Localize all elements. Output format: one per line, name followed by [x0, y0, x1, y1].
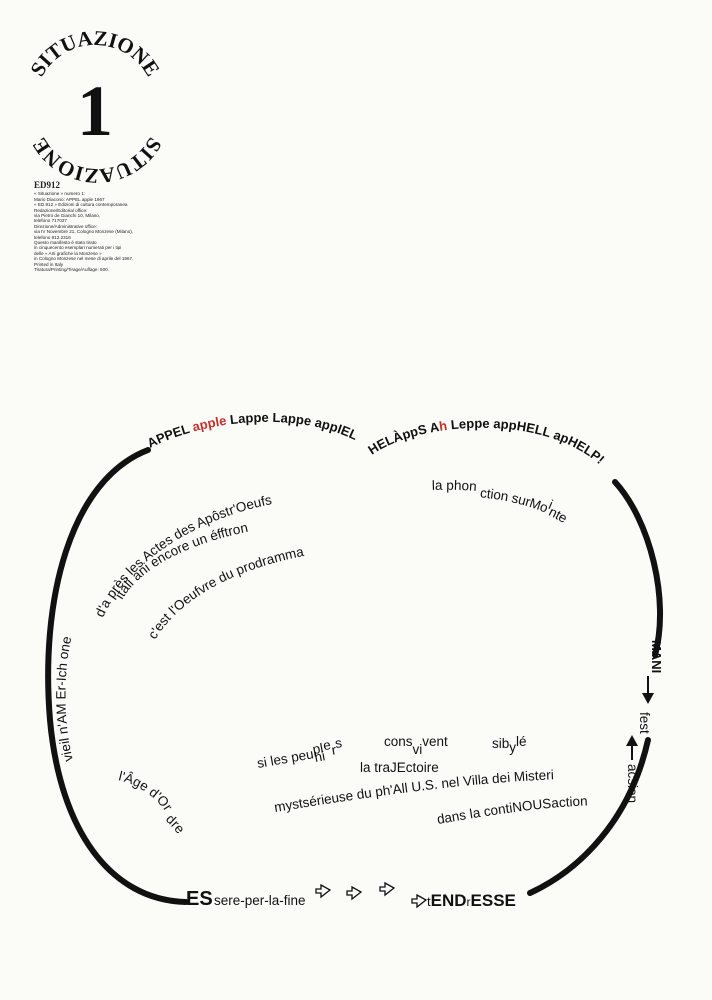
colophon-line: Mario Diacono: APPEL apple 1967	[34, 196, 105, 202]
bottom-tendresse: tENDrESSE	[427, 891, 516, 910]
mani-word: MANI	[649, 640, 664, 673]
left-vertical-words: vieil n'AM Er-Ich one	[53, 635, 75, 763]
hollow-arrow-icon-4	[411, 893, 428, 909]
colophon: ED912 « Situazione » numero 1: Mario Dia…	[34, 180, 184, 273]
bottom-es: ES	[186, 888, 213, 910]
top-left-words: APPEL apple Lappe Lappe appIEL	[145, 410, 360, 451]
center-line-1c: sibylé	[492, 734, 527, 755]
colophon-line: delle « Arti grafiche la Monzese »	[34, 250, 102, 256]
colophon-line: Tiratura/Printing/Tirage/Auflage: 500.	[34, 267, 109, 273]
colophon-line: telefono 912.2316	[34, 234, 71, 240]
center-line-1b: consvivent	[384, 734, 448, 757]
center-line-1: si les peuplhiers	[255, 735, 345, 775]
logo-number: 1	[77, 71, 113, 151]
top-right-words: HELÀppS Ah Leppe appHELL apHELP!	[365, 416, 607, 467]
fest-word: fest	[637, 712, 652, 734]
center-line-2: la traJEctoire	[360, 760, 439, 775]
publisher-mark: ED912	[34, 180, 61, 190]
colophon-line: « ED.912 » Edizioni di cultura contempor…	[34, 202, 128, 208]
colophon-line: telefono 717027	[34, 218, 67, 224]
center-line-4: dans la contiNOUSaction	[436, 793, 588, 827]
apple-outline	[45, 447, 664, 905]
down-arrow-icon	[642, 676, 654, 704]
hollow-arrow-icon-1	[315, 883, 332, 899]
colophon-line: « Situazione » numero 1:	[34, 191, 86, 197]
colophon-line: Questo manifesto è stato tirato	[34, 240, 97, 246]
acsion-word: acsion	[625, 764, 640, 803]
bottom-essere: sere-per-la-fine	[214, 893, 306, 908]
colophon-line: Redazione/Editorial office:	[34, 207, 88, 213]
colophon-line: via Pietro de Gianchi 10, Milano,	[34, 213, 101, 219]
colophon-line: Direzione/Administrative office:	[34, 223, 97, 229]
colophon-line: in cinquecento esemplari numerati per i …	[34, 245, 122, 251]
up-arrow-icon	[626, 735, 638, 760]
age-line-1: l'Âge d'Or	[117, 768, 175, 814]
colophon-line: in Cologno Monzese nel mese di aprile de…	[34, 256, 134, 262]
situazione-logo: SITUAZIONE 1 SITUAZIONE	[25, 26, 167, 189]
hollow-arrow-icon-2	[346, 885, 363, 901]
colophon-line: Printed in Italy	[34, 261, 64, 267]
age-line-2: dre	[163, 811, 188, 836]
colophon-line: via IV Novembre 21, Cologno Monzese (Mil…	[34, 229, 134, 235]
hollow-arrow-icon-3	[379, 881, 396, 897]
